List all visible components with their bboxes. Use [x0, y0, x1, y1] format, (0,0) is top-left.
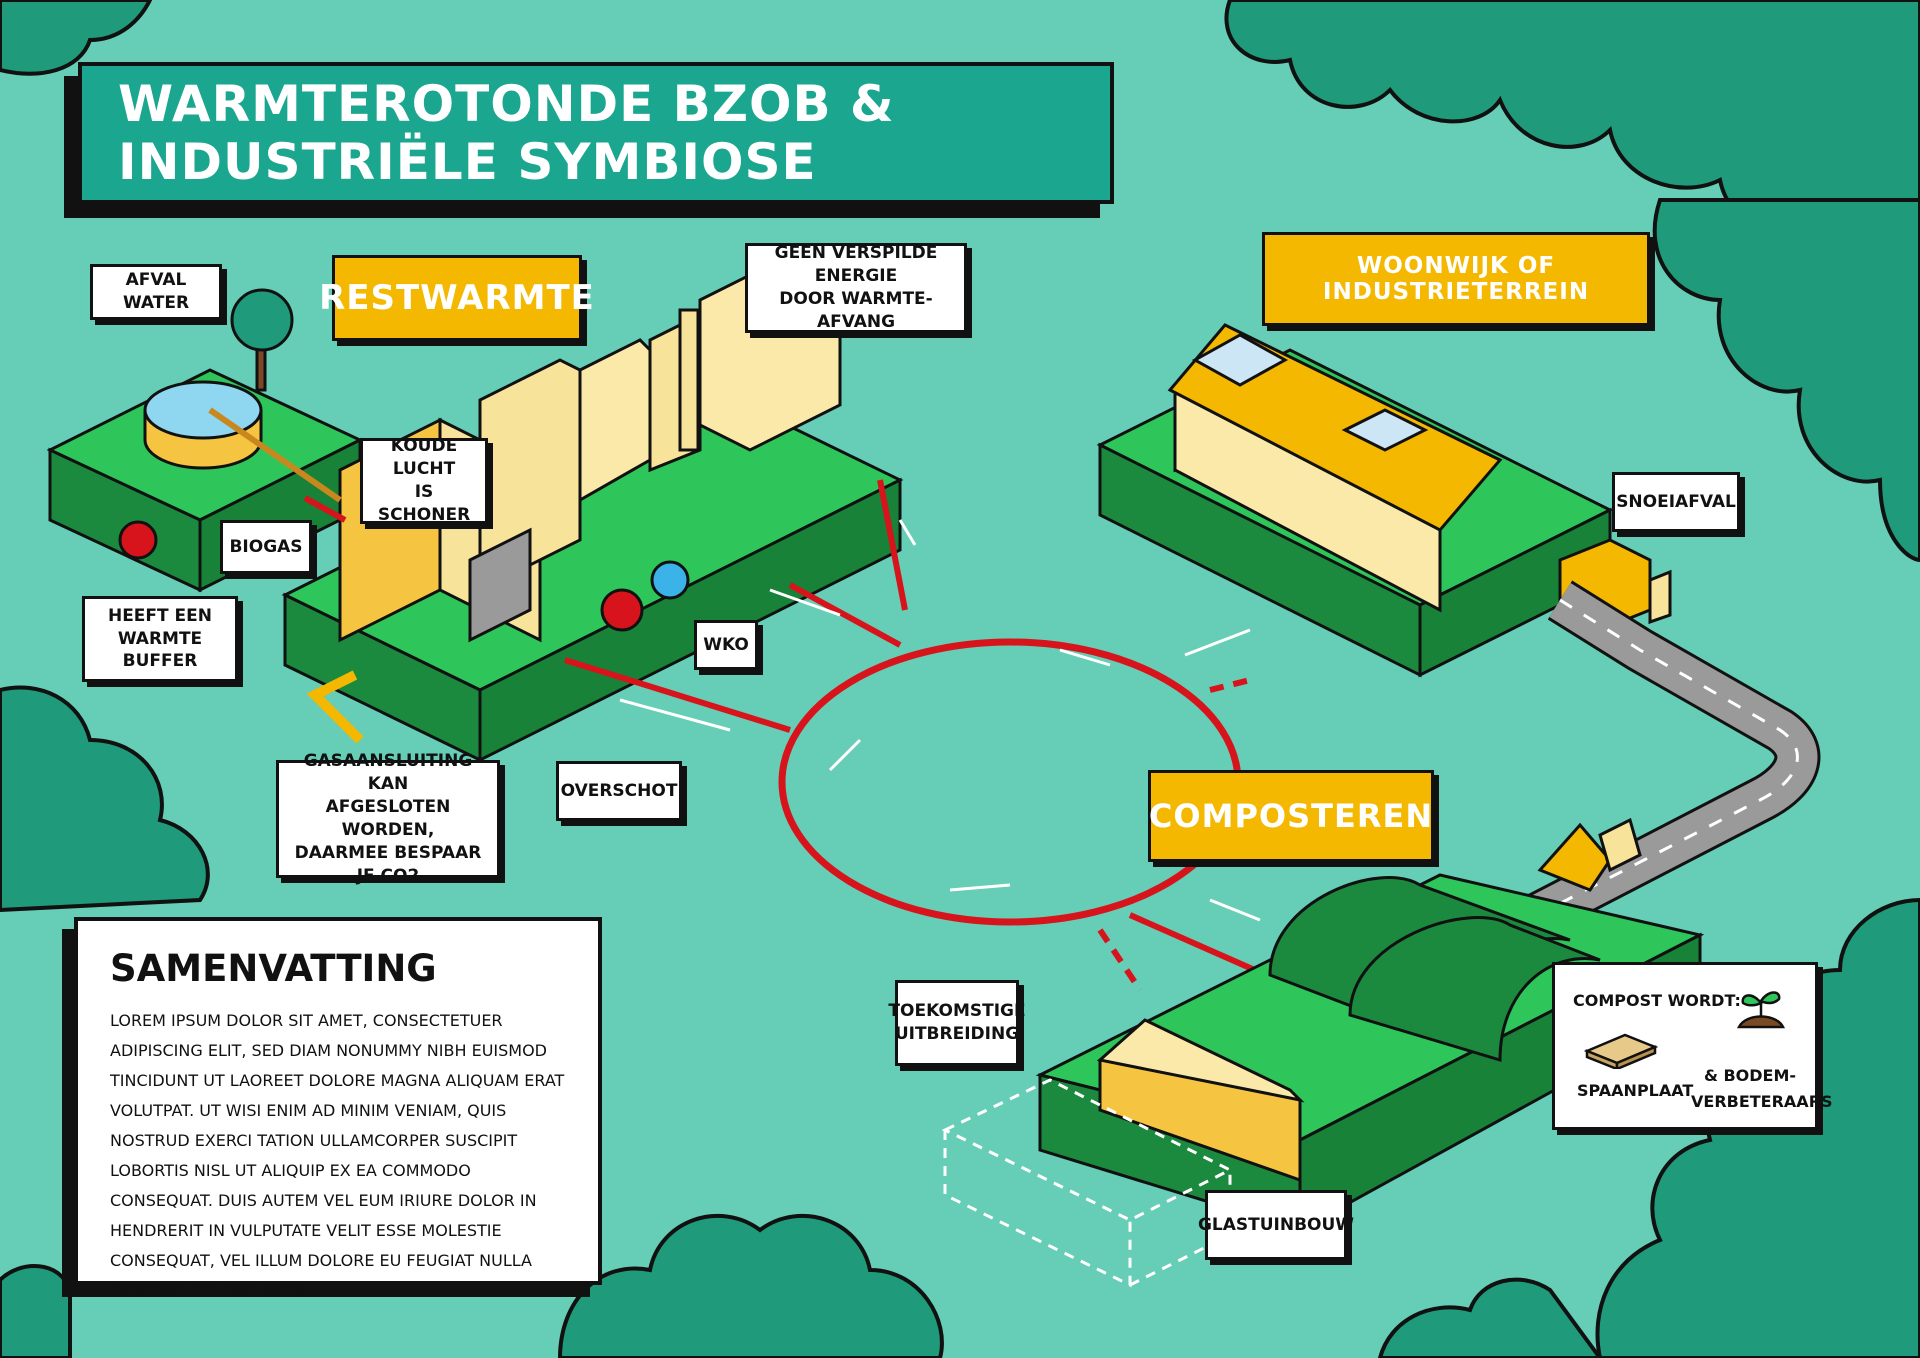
- houses: [1167, 323, 1503, 613]
- summary-body: LOREM IPSUM DOLOR SIT AMET, CONSECTETUER…: [110, 1011, 565, 1300]
- koude-lucht-label: KOUDE LUCHT IS SCHONER: [360, 436, 488, 525]
- compost-item-bodemverbeteraars: & BODEM- VERBETERAARS: [1691, 1066, 1833, 1111]
- industry-platform: [281, 383, 904, 763]
- biogas-label: BIOGAS: [220, 520, 312, 574]
- heat-buffer-ball-icon: [118, 520, 158, 560]
- toekomstige-uitbreiding-label: TOEKOMSTIGE UITBREIDING: [888, 980, 1026, 1066]
- overschot-label: OVERSCHOT: [556, 761, 682, 821]
- summary-box: SAMENVATTING LOREM IPSUM DOLOR SIT AMET,…: [74, 917, 602, 1300]
- forest-top-right: [1224, 0, 1920, 563]
- wko-label: WKO: [694, 620, 758, 670]
- woonwijk-callout: WOONWIJK OF INDUSTRIETERREIN: [1262, 232, 1650, 326]
- road: [1250, 580, 1821, 1071]
- compost-info-box: COMPOST WORDT: SPAANPLAAT & BODEM- VERBE…: [1552, 962, 1833, 1130]
- page-title-banner: WARMTEROTONDE BZOB & INDUSTRIËLE SYMBIOS…: [78, 62, 1114, 204]
- geen-verspilde-energie-label: GEEN VERSPILDE ENERGIE DOOR WARMTE-AFVAN…: [745, 243, 967, 333]
- compost-item-spaanplaat: SPAANPLAAT: [1577, 1081, 1694, 1100]
- gasaansluiting-label: GASAANSLUITING KAN AFGESLOTEN WORDEN, DA…: [276, 751, 500, 886]
- composteren-callout: COMPOSTEREN: [1148, 770, 1434, 862]
- warmte-buffer-label: HEEFT EEN WARMTE BUFFER: [82, 596, 238, 682]
- forest-top-left: [0, 0, 153, 76]
- compost-domes: [1268, 876, 1601, 1063]
- gas-pipe: [306, 670, 364, 744]
- sprout-icon: [1736, 991, 1786, 1029]
- dump-truck-icon: [1537, 817, 1642, 892]
- water-tank: [143, 380, 263, 470]
- forest-bottom-left: [0, 685, 944, 1358]
- wko-ball-icons: [600, 560, 690, 632]
- summary-heading: SAMENVATTING: [110, 947, 437, 990]
- snoeiafval-label: SNOEIAFVAL: [1612, 472, 1740, 532]
- greenhouse: [1096, 1018, 1305, 1183]
- tree-icon: [230, 288, 294, 392]
- biogas-pipe: [208, 407, 342, 503]
- flow-arrows: [619, 519, 1261, 922]
- restwarmte-callout: RESTWARMTE: [319, 255, 594, 341]
- compost-title: COMPOST WORDT:: [1573, 991, 1741, 1010]
- page-title: WARMTEROTONDE BZOB & INDUSTRIËLE SYMBIOS…: [118, 75, 895, 191]
- chipboard-icon: [1583, 1033, 1659, 1069]
- glastuinbouw-label: GLASTUINBOUW: [1198, 1190, 1354, 1260]
- afval-water-label: AFVAL WATER: [90, 264, 222, 320]
